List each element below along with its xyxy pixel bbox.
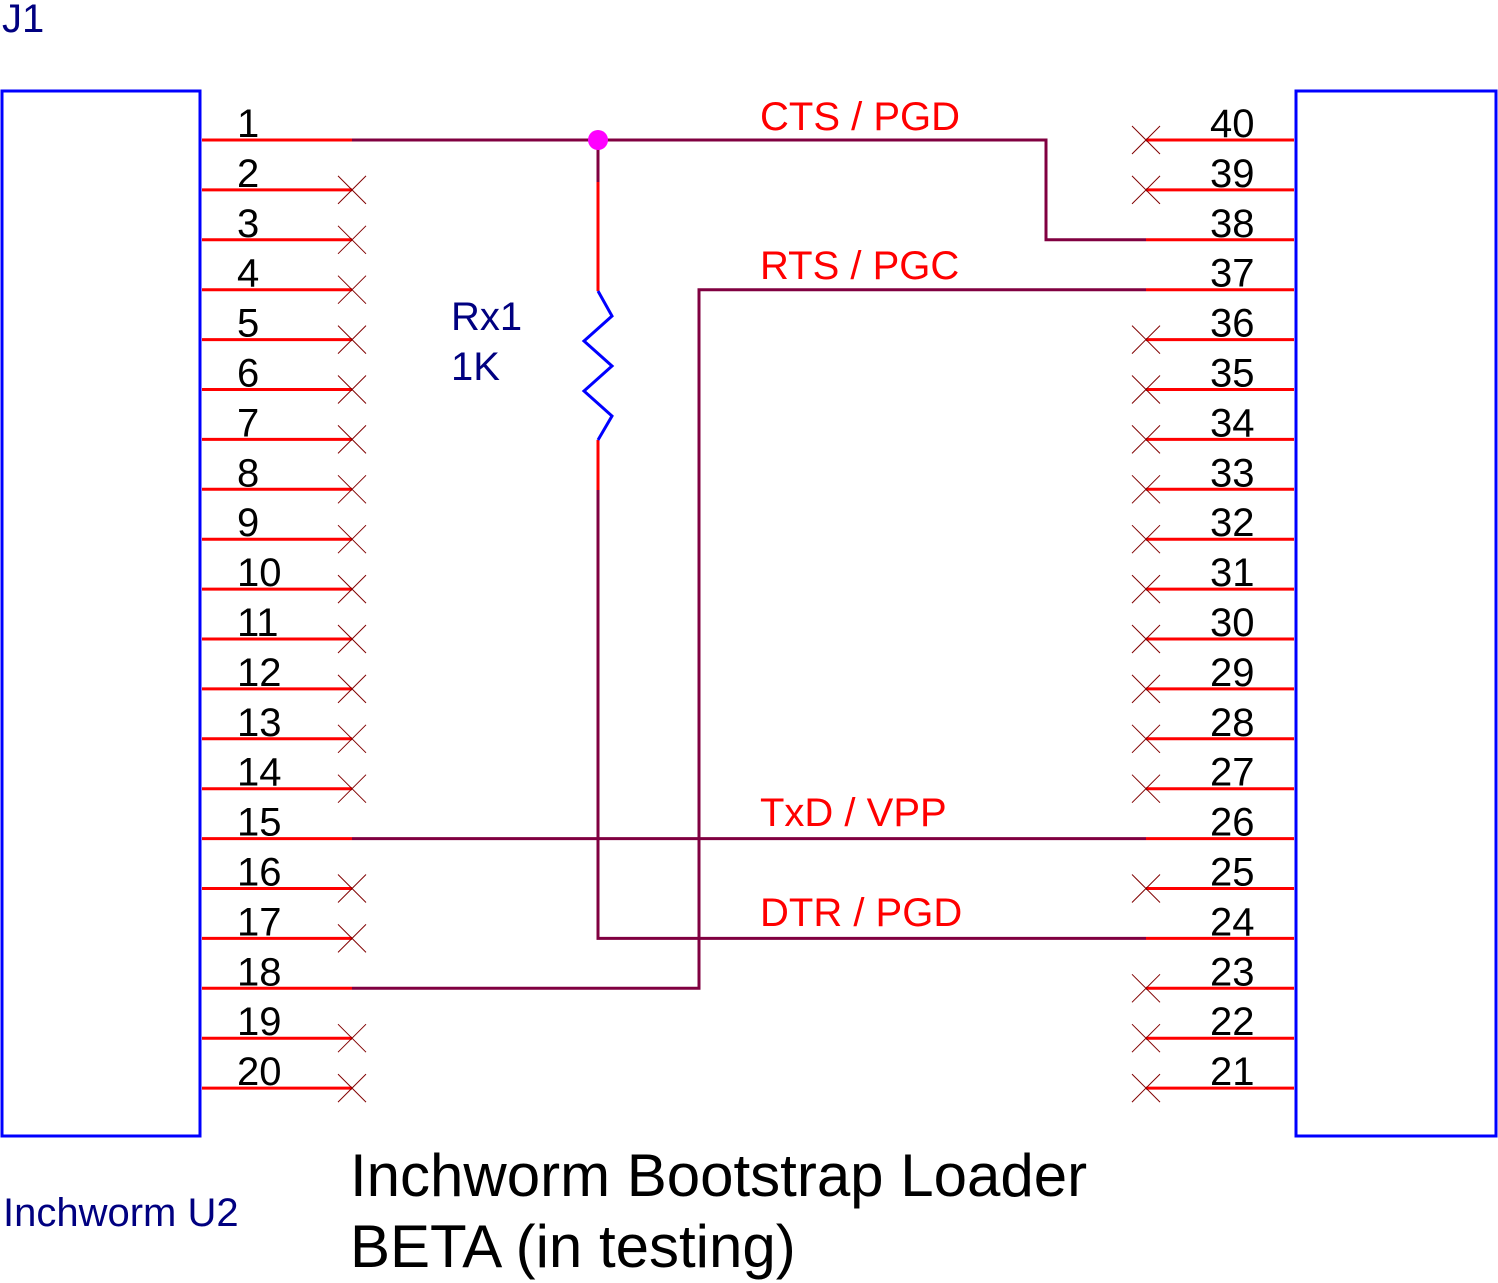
no-connect-marker — [337, 175, 367, 205]
left-pin-number-4: 4 — [237, 252, 259, 296]
no-connect-marker — [337, 225, 367, 255]
net-label-cts-pgd: CTS / PGD — [760, 95, 960, 139]
resistor-rx1 — [581, 182, 615, 490]
wire-cts-pgd — [352, 138, 1146, 242]
right-pin-number-35: 35 — [1210, 352, 1255, 396]
text-layer: J1 Inchworm U2 Rx1 1K CTS / PGD RTS / PG… — [2, 0, 1087, 1280]
no-connect-marker — [337, 574, 367, 604]
net-label-rts-pgc: RTS / PGC — [760, 244, 959, 288]
no-connect-marker — [1131, 375, 1161, 404]
no-connect-marker — [337, 474, 367, 504]
right-pin-number-24: 24 — [1210, 900, 1255, 944]
no-connect-marker — [337, 275, 367, 305]
net-label-dtr-pgd: DTR / PGD — [760, 891, 962, 935]
right-pin-number-25: 25 — [1210, 851, 1255, 895]
left-pin-number-18: 18 — [237, 950, 282, 994]
left-pin-number-3: 3 — [237, 202, 259, 246]
left-pin-number-15: 15 — [237, 801, 282, 845]
right-pin-number-23: 23 — [1210, 950, 1255, 994]
no-connect-marker — [337, 375, 367, 404]
left-connector-ref: J1 — [2, 0, 44, 41]
left-pin-number-7: 7 — [237, 401, 259, 445]
right-pin-number-30: 30 — [1210, 601, 1255, 645]
left-connector-body — [0, 89, 202, 1138]
no-connect-marker — [337, 874, 367, 903]
left-pin-number-6: 6 — [237, 352, 259, 396]
left-pin-number-10: 10 — [237, 551, 282, 595]
no-connect-marker — [337, 425, 367, 454]
left-pin-number-8: 8 — [237, 451, 259, 495]
right-pin-number-21: 21 — [1210, 1050, 1255, 1094]
no-connect-marker — [1131, 973, 1161, 1003]
no-connect-marker — [337, 774, 367, 804]
no-connect-marker — [1131, 1023, 1161, 1053]
right-pin-number-39: 39 — [1210, 152, 1255, 196]
wire-dtr-pgd — [596, 490, 1146, 940]
left-pin-number-11: 11 — [237, 601, 279, 645]
net-label-txd-vpp: TxD / VPP — [760, 791, 947, 835]
no-connect-markers — [337, 125, 1161, 1103]
no-connect-marker — [1131, 125, 1161, 155]
no-connect-marker — [1131, 175, 1161, 205]
no-connect-marker — [1131, 325, 1161, 354]
wires-layer — [352, 130, 1146, 990]
left-pin-number-16: 16 — [237, 851, 282, 895]
connector-bodies — [0, 89, 1498, 1138]
right-pin-number-32: 32 — [1210, 501, 1255, 545]
right-connector-body — [1294, 89, 1498, 1138]
right-pin-number-36: 36 — [1210, 302, 1255, 346]
no-connect-marker — [1131, 874, 1161, 903]
no-connect-marker — [337, 724, 367, 754]
no-connect-marker — [1131, 674, 1161, 704]
pins-layer: 1234567891011121314151617181920403938373… — [202, 102, 1294, 1094]
left-pin-number-9: 9 — [237, 501, 259, 545]
no-connect-marker — [337, 674, 367, 704]
no-connect-marker — [337, 1023, 367, 1053]
resistor-value: 1K — [451, 345, 500, 389]
right-pin-number-29: 29 — [1210, 651, 1255, 695]
junction-dot — [588, 130, 608, 150]
no-connect-marker — [337, 624, 367, 654]
wire-rts-pgc — [352, 288, 1146, 990]
no-connect-marker — [337, 1073, 367, 1103]
no-connect-marker — [1131, 624, 1161, 654]
left-pin-number-5: 5 — [237, 302, 259, 346]
left-pin-number-20: 20 — [237, 1050, 282, 1094]
resistor-zigzag — [581, 290, 615, 441]
no-connect-marker — [337, 325, 367, 354]
left-pin-number-13: 13 — [237, 701, 282, 745]
left-pin-number-17: 17 — [237, 900, 282, 944]
no-connect-marker — [1131, 425, 1161, 454]
right-pin-number-38: 38 — [1210, 202, 1255, 246]
title-line-1: Inchworm Bootstrap Loader — [350, 1142, 1087, 1209]
right-pin-number-26: 26 — [1210, 801, 1255, 845]
left-pin-number-12: 12 — [237, 651, 282, 695]
right-pin-number-27: 27 — [1210, 751, 1255, 795]
no-connect-marker — [1131, 774, 1161, 804]
title-line-2: BETA (in testing) — [350, 1213, 796, 1280]
no-connect-marker — [1131, 574, 1161, 604]
right-pin-number-22: 22 — [1210, 1000, 1255, 1044]
no-connect-marker — [1131, 524, 1161, 554]
right-pin-number-28: 28 — [1210, 701, 1255, 745]
resistor-ref: Rx1 — [451, 295, 522, 339]
no-connect-marker — [1131, 724, 1161, 754]
no-connect-marker — [337, 924, 367, 953]
left-pin-number-1: 1 — [237, 102, 259, 146]
no-connect-marker — [1131, 474, 1161, 504]
right-pin-number-31: 31 — [1210, 551, 1255, 595]
right-pin-number-34: 34 — [1210, 401, 1255, 445]
no-connect-marker — [1131, 1073, 1161, 1103]
right-connector-ref: Inchworm U2 — [3, 1191, 239, 1235]
right-pin-number-33: 33 — [1210, 451, 1255, 495]
no-connect-marker — [337, 524, 367, 554]
right-pin-number-40: 40 — [1210, 102, 1255, 146]
left-pin-number-14: 14 — [237, 751, 282, 795]
left-pin-number-19: 19 — [237, 1000, 282, 1044]
left-pin-number-2: 2 — [237, 152, 259, 196]
right-pin-number-37: 37 — [1210, 252, 1255, 296]
